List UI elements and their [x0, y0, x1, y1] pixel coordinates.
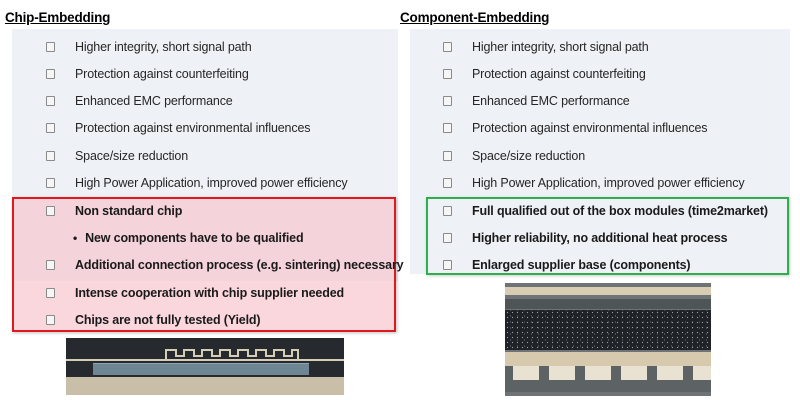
item-text: Enhanced EMC performance: [75, 94, 233, 108]
item-text: Protection against environmental influen…: [75, 121, 311, 135]
list-item: Higher integrity, short signal path: [443, 40, 649, 54]
checkbox-icon: [46, 96, 55, 106]
item-text: Additional connection process (e.g. sint…: [75, 258, 404, 272]
disadvantage-subitem: • New components have to be qualified: [73, 231, 304, 245]
advantage-item: Full qualified out of the box modules (t…: [443, 204, 768, 218]
list-item: Higher integrity, short signal path: [46, 40, 252, 54]
checkbox-icon: [46, 123, 55, 133]
item-text: Enlarged supplier base (components): [472, 258, 691, 272]
list-item: Space/size reduction: [443, 149, 585, 163]
checkbox-icon: [443, 96, 452, 106]
checkbox-icon: [443, 42, 452, 52]
item-text: Space/size reduction: [472, 149, 586, 163]
checkbox-icon: [443, 206, 452, 216]
item-text: Protection against counterfeiting: [75, 67, 249, 81]
chip-embedding-heading: Chip-Embedding: [5, 10, 111, 25]
list-item: Enhanced EMC performance: [46, 94, 233, 108]
component-embedding-advantages-box: [426, 197, 789, 275]
checkbox-icon: [46, 69, 55, 79]
chip-embedding-disadvantages-box: [12, 197, 396, 332]
disadvantage-item: Additional connection process (e.g. sint…: [46, 258, 404, 272]
advantage-item: Enlarged supplier base (components): [443, 258, 691, 272]
checkbox-icon: [46, 178, 55, 188]
disadvantage-item: Intense cooperation with chip supplier n…: [46, 286, 344, 300]
list-item: Protection against counterfeiting: [443, 67, 646, 81]
bullet-icon: •: [73, 231, 78, 245]
chip-embedding-cross-section-image: [66, 338, 344, 395]
component-embedding-heading: Component-Embedding: [400, 10, 550, 25]
checkbox-icon: [46, 260, 55, 270]
checkbox-icon: [46, 315, 55, 325]
list-item: Space/size reduction: [46, 149, 188, 163]
item-text: Intense cooperation with chip supplier n…: [75, 286, 344, 300]
item-text: Full qualified out of the box modules (t…: [472, 204, 768, 218]
item-text: Enhanced EMC performance: [472, 94, 630, 108]
component-embedding-panel: [410, 29, 790, 274]
item-text: Non standard chip: [75, 204, 183, 218]
checkbox-icon: [46, 42, 55, 52]
disadvantage-item: Chips are not fully tested (Yield): [46, 313, 261, 327]
checkbox-icon: [443, 233, 452, 243]
checkbox-icon: [46, 206, 55, 216]
checkbox-icon: [443, 178, 452, 188]
component-embedding-cross-section-image: [505, 283, 711, 396]
item-text: Higher integrity, short signal path: [75, 40, 252, 54]
checkbox-icon: [443, 123, 452, 133]
item-text: Protection against environmental influen…: [472, 121, 708, 135]
item-text: New components have to be qualified: [85, 231, 304, 245]
checkbox-icon: [46, 288, 55, 298]
advantage-item: Higher reliability, no additional heat p…: [443, 231, 728, 245]
list-item: Enhanced EMC performance: [443, 94, 630, 108]
checkbox-icon: [443, 260, 452, 270]
list-item: High Power Application, improved power e…: [443, 176, 745, 190]
checkbox-icon: [443, 151, 452, 161]
checkbox-icon: [443, 69, 452, 79]
item-text: Protection against counterfeiting: [472, 67, 646, 81]
list-item: High Power Application, improved power e…: [46, 176, 348, 190]
checkbox-icon: [46, 151, 55, 161]
item-text: Higher integrity, short signal path: [472, 40, 649, 54]
item-text: Space/size reduction: [75, 149, 189, 163]
item-text: High Power Application, improved power e…: [472, 176, 745, 190]
item-text: Higher reliability, no additional heat p…: [472, 231, 728, 245]
list-item: Protection against counterfeiting: [46, 67, 249, 81]
item-text: Chips are not fully tested (Yield): [75, 313, 261, 327]
disadvantage-item: Non standard chip: [46, 204, 182, 218]
list-item: Protection against environmental influen…: [443, 121, 708, 135]
list-item: Protection against environmental influen…: [46, 121, 311, 135]
item-text: High Power Application, improved power e…: [75, 176, 348, 190]
